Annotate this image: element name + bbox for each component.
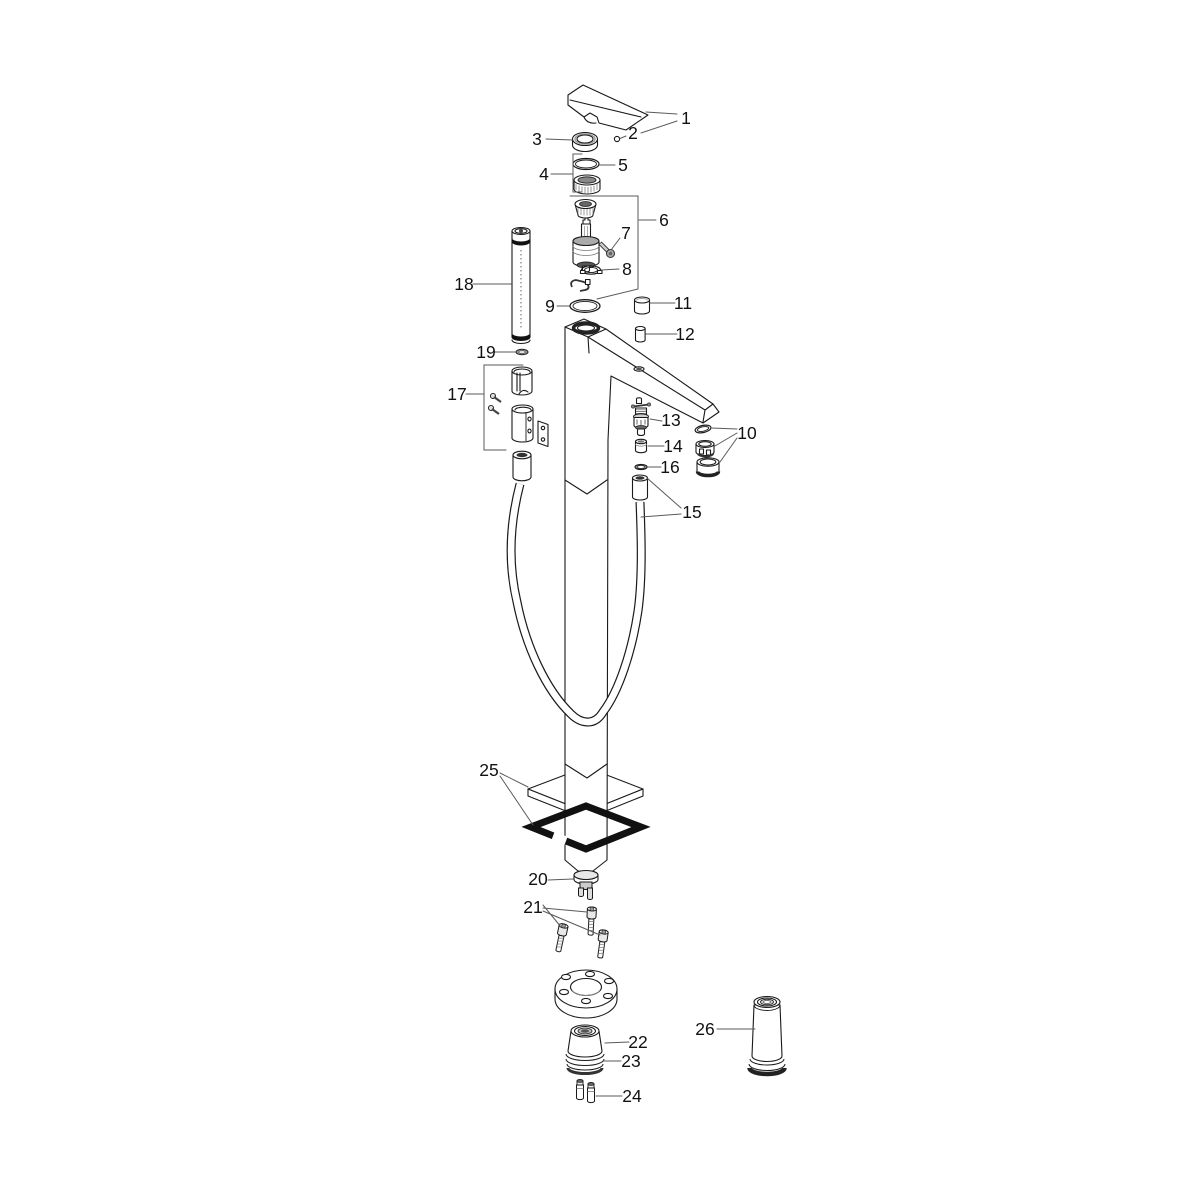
part-label-24: 24 <box>622 1086 642 1106</box>
part-label-13: 13 <box>661 410 680 430</box>
handshower-baton <box>511 226 531 345</box>
part-label-8: 8 <box>622 259 632 279</box>
callout-leader-lines <box>465 111 756 1097</box>
cartridge-retaining-nut <box>574 198 597 219</box>
handle-escutcheon-ring <box>571 131 599 153</box>
part-label-4: 4 <box>539 164 549 184</box>
lever-handle <box>567 84 649 131</box>
part-label-19: 19 <box>476 342 495 362</box>
part-label-6: 6 <box>659 210 669 230</box>
base-seal-ring <box>521 802 651 853</box>
part-label-26: 26 <box>695 1019 714 1039</box>
hose-connection-nut <box>631 474 649 501</box>
part-label-17: 17 <box>447 384 466 404</box>
faucet-body-and-column <box>564 318 720 872</box>
fixation-screws <box>555 906 609 959</box>
aerator-set <box>694 424 721 478</box>
handle-o-ring <box>572 157 600 171</box>
part-label-12: 12 <box>675 324 694 344</box>
part-label-21: 21 <box>523 897 542 917</box>
handshower-holder-socket <box>512 450 532 482</box>
spout-o-ring <box>634 463 648 471</box>
plug-large <box>633 296 651 315</box>
floor-bushing <box>565 1024 605 1075</box>
part-label-1: 1 <box>681 108 691 128</box>
part-label-9: 9 <box>545 296 555 316</box>
part-label-16: 16 <box>660 457 679 477</box>
part-label-2: 2 <box>628 123 638 143</box>
shower-hose <box>506 482 646 727</box>
part-label-7: 7 <box>621 223 631 243</box>
part-label-14: 14 <box>663 436 683 456</box>
holder-bracket-set <box>487 366 549 448</box>
part-label-5: 5 <box>618 155 628 175</box>
part-label-23: 23 <box>621 1051 640 1071</box>
callout-labels: 1 2 3 4 5 6 7 8 9 10 11 12 13 14 15 16 1… <box>447 108 757 1106</box>
part-label-10: 10 <box>737 423 757 443</box>
handle-mounting-nut <box>573 174 601 195</box>
plug-small <box>634 325 646 343</box>
part-label-3: 3 <box>532 129 542 149</box>
part-label-11: 11 <box>674 293 692 313</box>
diverter-valve <box>631 397 651 437</box>
diverter-sleeve <box>634 438 648 454</box>
cartridge-fixing-screw <box>598 241 615 258</box>
body-o-ring <box>569 299 601 313</box>
part-label-25: 25 <box>479 760 498 780</box>
handshower-filter-washer <box>515 348 529 356</box>
mounting-flange <box>554 969 618 1019</box>
cartridge <box>572 217 600 273</box>
connection-nipples <box>576 1079 595 1104</box>
part-label-22: 22 <box>628 1032 647 1052</box>
part-label-18: 18 <box>454 274 473 294</box>
handle-screw <box>613 135 621 143</box>
part-label-15: 15 <box>682 502 701 522</box>
bottom-connector-fitting <box>573 869 599 900</box>
protective-sleeve <box>747 995 787 1077</box>
part-label-20: 20 <box>528 869 548 889</box>
